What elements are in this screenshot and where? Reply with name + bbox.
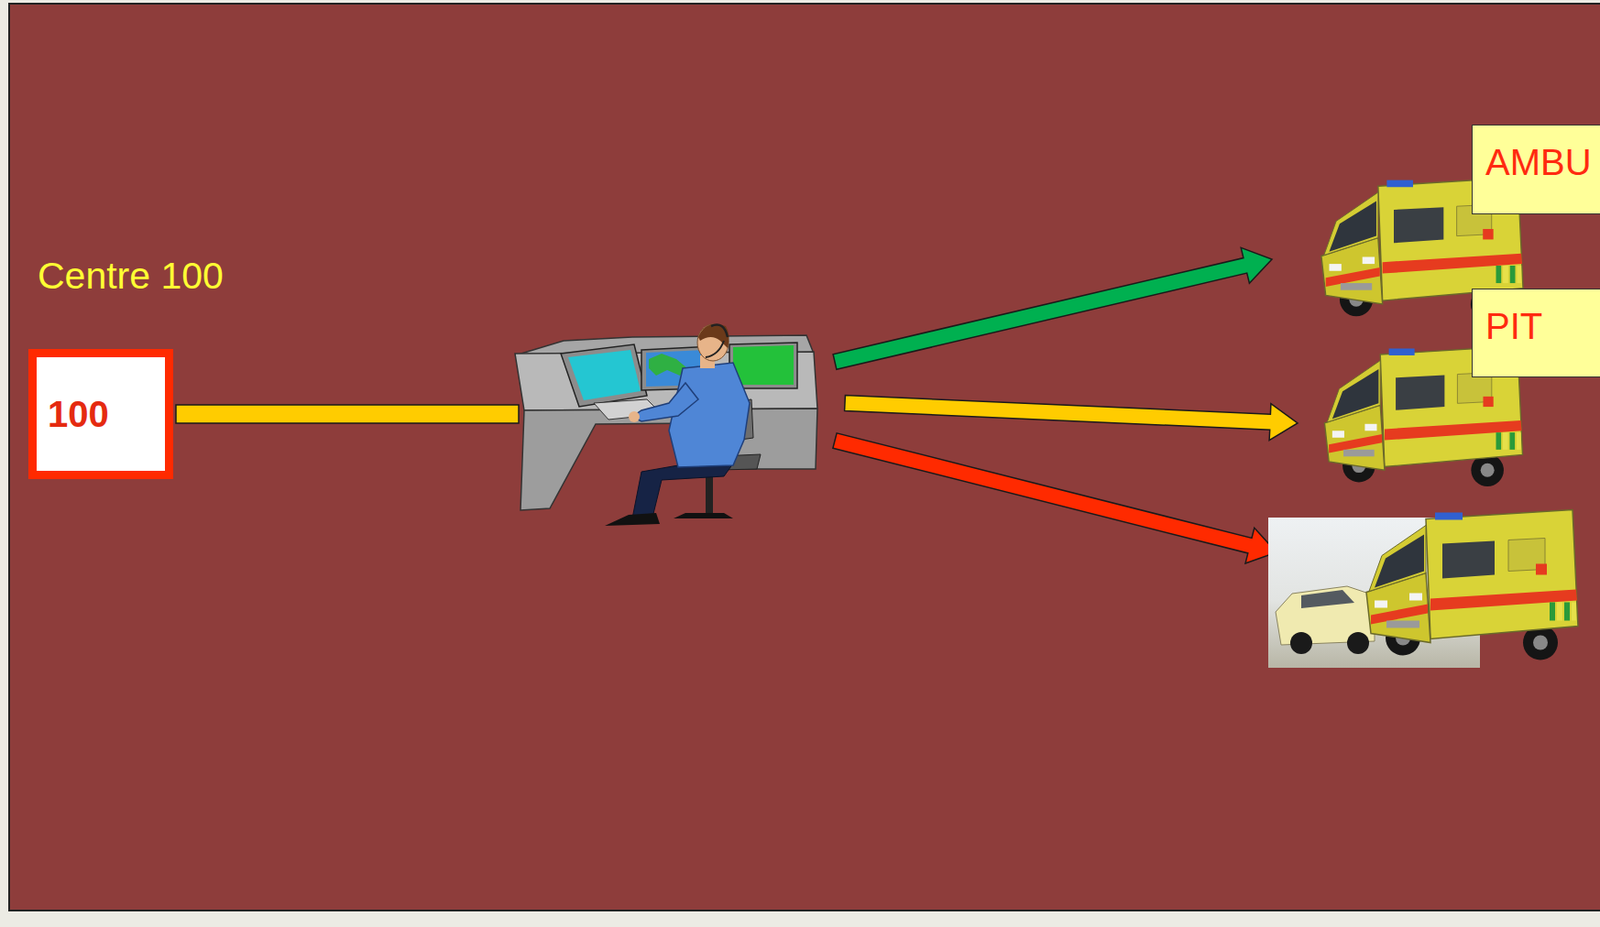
dispatch-arrow (832, 247, 1272, 370)
vehicle-label-box: PIT (1471, 288, 1600, 378)
dispatch-arrow (844, 395, 1298, 441)
feed-line (175, 405, 519, 424)
node-text: AMBU (1485, 142, 1600, 183)
number-box: 100 (28, 349, 174, 480)
node-text: PIT (1485, 306, 1600, 347)
dispatch-arrow (832, 433, 1277, 564)
dispatcher-illustration (515, 324, 818, 527)
node-text: 100 (47, 394, 165, 435)
vehicle-label-box: AMBU (1471, 124, 1600, 215)
ambulance-and-car-photo (1268, 510, 1579, 669)
centre-title: Centre 100 (37, 254, 224, 298)
